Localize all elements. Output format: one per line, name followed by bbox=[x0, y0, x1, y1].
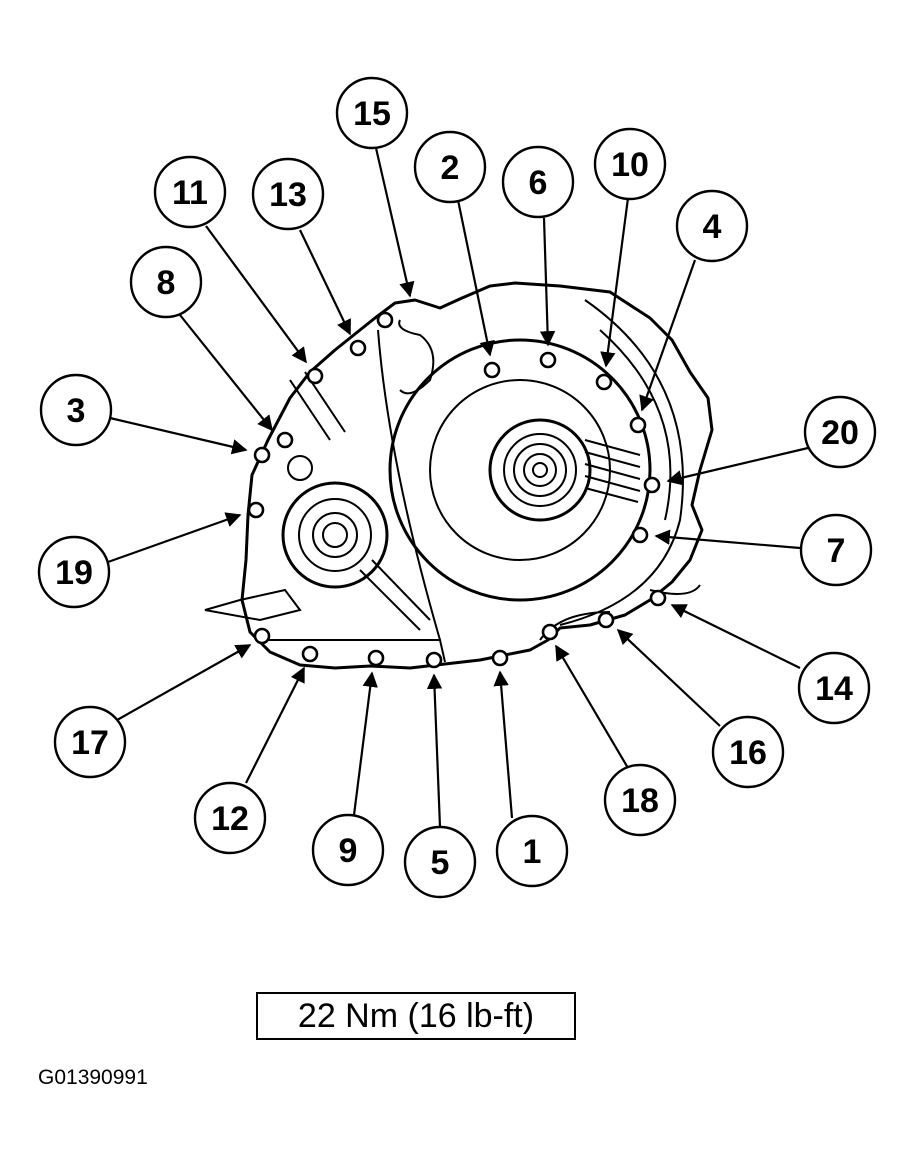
callout-9-label: 9 bbox=[339, 832, 358, 870]
leader-11 bbox=[205, 225, 307, 364]
callout-18: 18 bbox=[603, 763, 677, 837]
callout-17-label: 17 bbox=[71, 724, 109, 762]
leader-12 bbox=[245, 666, 305, 784]
bolt-1 bbox=[491, 649, 509, 667]
leader-lines bbox=[107, 147, 809, 828]
leader-9 bbox=[352, 671, 378, 816]
callout-11: 11 bbox=[153, 155, 227, 229]
callout-4: 4 bbox=[675, 189, 749, 263]
bolt-19 bbox=[247, 501, 265, 519]
bolt-6 bbox=[539, 351, 557, 369]
leader-14 bbox=[670, 604, 801, 669]
leader-4 bbox=[639, 259, 697, 412]
callout-12-label: 12 bbox=[211, 800, 249, 838]
callout-10: 10 bbox=[593, 127, 667, 201]
bolt-11 bbox=[306, 367, 324, 385]
leader-1 bbox=[493, 670, 514, 819]
bolt-20 bbox=[643, 476, 661, 494]
callout-4-label: 4 bbox=[703, 208, 722, 246]
leader-15 bbox=[374, 147, 415, 298]
leader-5 bbox=[426, 673, 443, 828]
callout-8-label: 8 bbox=[157, 264, 176, 302]
callout-7: 7 bbox=[799, 513, 873, 587]
callout-16: 16 bbox=[711, 715, 785, 789]
bolt-15 bbox=[376, 311, 394, 329]
callout-9: 9 bbox=[311, 813, 385, 887]
bolt-8 bbox=[276, 431, 294, 449]
callout-8: 8 bbox=[129, 245, 203, 319]
bolt-12 bbox=[301, 645, 319, 663]
bolt-10 bbox=[595, 373, 613, 391]
callout-20-label: 20 bbox=[821, 414, 859, 452]
callout-19: 19 bbox=[37, 535, 111, 609]
callout-3-label: 3 bbox=[67, 392, 86, 430]
callout-20: 20 bbox=[803, 395, 877, 469]
callout-5: 5 bbox=[403, 825, 477, 899]
leader-13 bbox=[299, 229, 351, 336]
callout-12: 12 bbox=[193, 781, 267, 855]
torque-spec-box: 22 Nm (16 lb-ft) bbox=[256, 992, 576, 1040]
callout-13: 13 bbox=[251, 157, 325, 231]
leader-7 bbox=[654, 529, 801, 550]
callout-1: 1 bbox=[495, 814, 569, 888]
callout-6: 6 bbox=[501, 145, 575, 219]
callout-2: 2 bbox=[413, 130, 487, 204]
bolt-17 bbox=[253, 627, 271, 645]
callout-11-label: 11 bbox=[172, 174, 208, 212]
callout-18-label: 18 bbox=[621, 782, 659, 820]
leader-3 bbox=[109, 416, 248, 455]
bolt-3 bbox=[253, 446, 271, 464]
callout-15-label: 15 bbox=[353, 95, 391, 133]
bolt-7 bbox=[631, 526, 649, 544]
leader-16 bbox=[616, 628, 721, 727]
bolt-16 bbox=[597, 611, 615, 629]
torque-spec-label: 22 Nm (16 lb-ft) bbox=[297, 996, 535, 1035]
leader-10 bbox=[600, 197, 630, 368]
bolt-5 bbox=[425, 651, 443, 669]
figure-id-label: G01390991 bbox=[38, 1066, 148, 1089]
callout-10-label: 10 bbox=[611, 146, 649, 184]
callout-14-label: 14 bbox=[815, 670, 853, 708]
callout-19-label: 19 bbox=[55, 554, 93, 592]
leader-17 bbox=[109, 644, 252, 725]
callout-1-label: 1 bbox=[523, 833, 542, 871]
callout-17: 17 bbox=[53, 705, 127, 779]
callout-15: 15 bbox=[335, 76, 409, 150]
bolt-9 bbox=[367, 649, 385, 667]
leader-6 bbox=[539, 217, 556, 347]
bolt-4 bbox=[629, 416, 647, 434]
callout-2-label: 2 bbox=[441, 149, 460, 187]
bolt-18 bbox=[541, 623, 559, 641]
callouts: 1 2 3 4 5 6 7 8 9 10 11 12 13 14 15 16 1… bbox=[37, 76, 877, 899]
callout-5-label: 5 bbox=[431, 844, 450, 882]
callout-16-label: 16 bbox=[729, 734, 767, 772]
bolt-13 bbox=[349, 339, 367, 357]
leader-19 bbox=[107, 512, 242, 564]
bolt-heads bbox=[247, 311, 667, 669]
bolt-14 bbox=[649, 589, 667, 607]
leader-2 bbox=[456, 199, 495, 357]
leader-8 bbox=[179, 314, 273, 432]
transaxle-housing-drawing bbox=[204, 281, 714, 670]
callout-7-label: 7 bbox=[827, 532, 846, 570]
callout-3: 3 bbox=[39, 373, 113, 447]
callout-13-label: 13 bbox=[269, 176, 307, 214]
callout-14: 14 bbox=[797, 651, 871, 725]
leader-20 bbox=[666, 446, 809, 486]
callout-6-label: 6 bbox=[529, 164, 548, 202]
bolt-2 bbox=[483, 361, 501, 379]
leader-18 bbox=[555, 644, 629, 769]
